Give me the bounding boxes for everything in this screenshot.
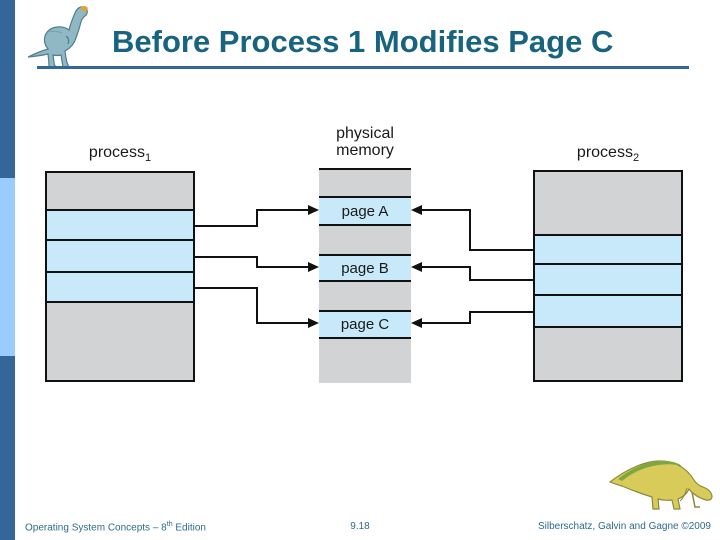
p1-pageB-line-v	[256, 256, 258, 268]
p1-pageA-line-h2	[258, 209, 308, 211]
p2-pageC-line-v	[469, 311, 471, 324]
footer-book-main: Operating System Concepts – 8	[25, 522, 167, 534]
p1-pageB-arrowhead-icon	[308, 262, 319, 272]
slide-title: Before Process 1 Modifies Page C	[112, 24, 614, 59]
p2-pageC-line-h2	[471, 311, 533, 313]
label-physical-memory-line1: physical	[336, 125, 394, 142]
p1-pageB-line-h2	[258, 266, 308, 268]
process1-memory-box	[45, 171, 195, 382]
p2-pageB-line-v	[469, 266, 471, 281]
accent-bar-middle	[0, 178, 15, 356]
physical-page-b: page B	[319, 254, 411, 282]
p2-pageA-line-v	[469, 209, 471, 251]
label-process1: process1	[45, 144, 195, 167]
label-process2: process2	[533, 144, 683, 167]
process1-segment-unmapped-top	[47, 173, 193, 209]
process1-segment-page2	[47, 239, 193, 271]
footer-book-sup: th	[166, 521, 173, 528]
process2-memory-box	[533, 170, 683, 382]
p2-pageA-line-h1	[421, 209, 470, 211]
footer-book-suffix: Edition	[172, 522, 206, 534]
p2-pageB-line-h1	[421, 266, 470, 268]
p1-pageB-line-h1	[195, 256, 257, 258]
title-underline	[37, 66, 689, 69]
p2-pageA-arrowhead-icon	[411, 205, 422, 215]
process1-segment-page3	[47, 271, 193, 301]
p2-pageA-line-h2	[471, 249, 533, 251]
physical-page-c: page C	[319, 310, 411, 339]
footer-book-title: Operating System Concepts – 8th Edition	[25, 521, 206, 533]
p1-pageA-line-h1	[195, 225, 257, 227]
p2-pageC-line-h1	[421, 322, 470, 324]
process1-segment-page1	[47, 209, 193, 239]
process1-segment-unmapped-bottom	[47, 301, 193, 380]
p2-pageB-line-h2	[471, 279, 533, 281]
p2-pageC-arrowhead-icon	[411, 318, 422, 328]
accent-bar-top	[0, 0, 15, 178]
dinosaur-logo-icon	[27, 6, 88, 68]
p1-pageC-line-h1	[195, 287, 257, 289]
label-process1-text: process	[88, 144, 145, 161]
p1-pageC-line-v	[256, 287, 258, 324]
physical-memory-column: page A page B page C	[319, 168, 411, 383]
process2-segment-page2	[535, 263, 681, 294]
footer-credits: Silberschatz, Galvin and Gagne ©2009	[537, 521, 711, 532]
p1-pageC-line-h2	[258, 322, 308, 324]
label-process2-subscript: 2	[632, 152, 640, 165]
process2-segment-unmapped-bottom	[535, 326, 681, 380]
process2-segment-page1	[535, 234, 681, 263]
process2-segment-page3	[535, 294, 681, 326]
p1-pageA-arrowhead-icon	[308, 205, 319, 215]
label-process1-subscript: 1	[144, 152, 152, 165]
p2-pageB-arrowhead-icon	[411, 262, 422, 272]
label-physical-memory-line2: memory	[336, 142, 394, 159]
dinosaur-footer-icon	[608, 460, 713, 510]
accent-bar-bottom	[0, 356, 15, 540]
label-physical-memory: physical memory	[319, 125, 411, 159]
process2-segment-unmapped-top	[535, 172, 681, 234]
footer-page-number: 9.18	[350, 521, 370, 532]
p1-pageC-arrowhead-icon	[308, 318, 319, 328]
p1-pageA-line-v	[256, 209, 258, 227]
label-process2-text: process	[576, 144, 633, 161]
physical-page-a: page A	[319, 196, 411, 226]
